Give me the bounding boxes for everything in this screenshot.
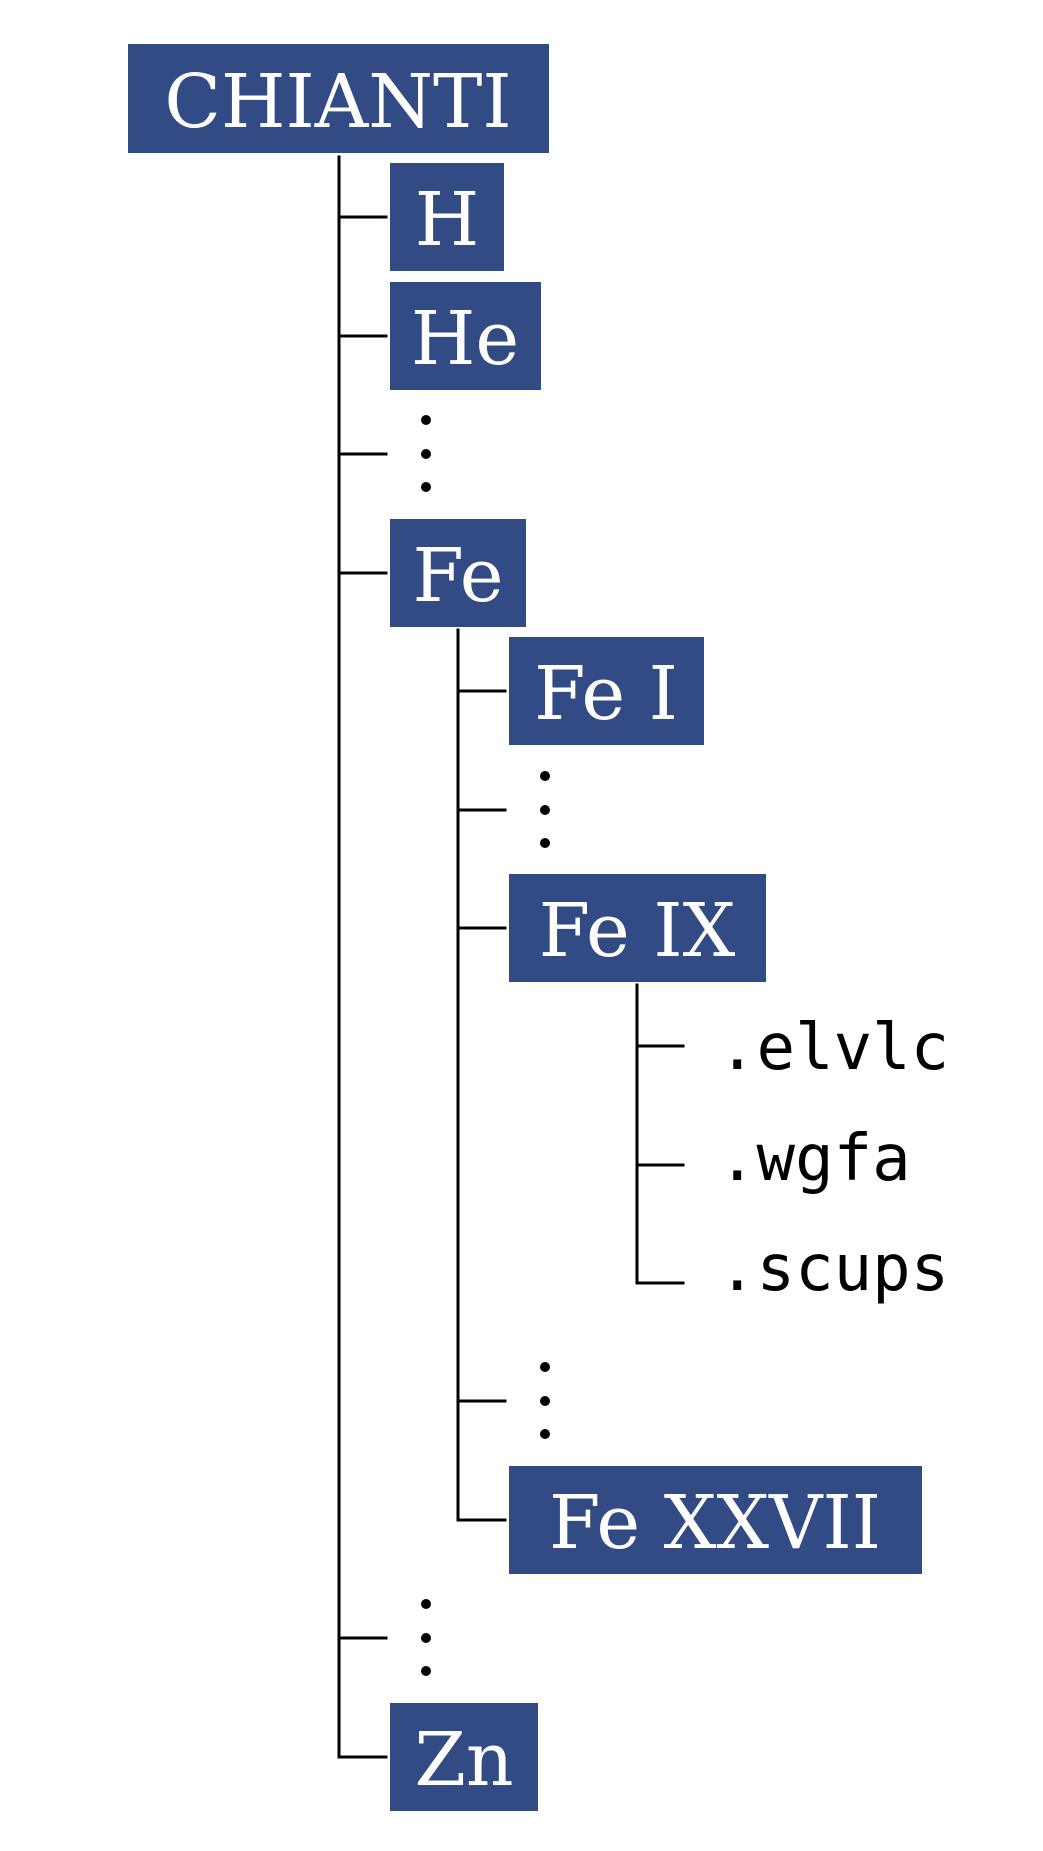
ellipsis-elements-1 (421, 415, 431, 492)
ellipsis-dot (540, 1429, 550, 1439)
ellipsis-fe-ions-1 (540, 771, 550, 848)
node-zn-label: Zn (414, 1717, 513, 1803)
file-elvlc-label: .elvlc (718, 1011, 949, 1085)
node-fe-xxvii: Fe XXVII (509, 1466, 922, 1574)
node-chianti-box (128, 44, 549, 153)
node-he-label: He (411, 296, 519, 382)
ellipsis-dot (421, 1666, 431, 1676)
ellipsis-dot (421, 449, 431, 459)
node-fe-i-label: Fe I (534, 651, 678, 737)
node-fe: Fe (390, 519, 526, 627)
ellipsis-dot (540, 805, 550, 815)
node-chianti-label: CHIANTI (164, 59, 511, 145)
connector-lines (337, 155, 685, 1759)
node-h: H (390, 163, 504, 271)
node-fe-ix-box (509, 874, 766, 982)
ellipsis-dot (421, 1599, 431, 1609)
ellipsis-dot (540, 838, 550, 848)
node-fe-ix: Fe IX (509, 874, 766, 982)
node-fe-box (390, 519, 526, 627)
node-h-label: H (415, 177, 480, 263)
ellipsis-dot (540, 1396, 550, 1406)
node-fe-label: Fe (412, 533, 503, 619)
ellipsis-dot (421, 482, 431, 492)
ellipsis-dot (540, 1362, 550, 1372)
ellipsis-elements-2 (421, 1599, 431, 1676)
node-chianti: CHIANTI (128, 44, 549, 153)
ellipsis-dot (421, 415, 431, 425)
node-zn-box (390, 1703, 538, 1811)
node-fe-xxvii-label: Fe XXVII (549, 1480, 881, 1566)
node-fe-i: Fe I (509, 637, 704, 745)
ellipsis-dot (421, 1633, 431, 1643)
node-he-box (390, 282, 541, 390)
node-he: He (390, 282, 541, 390)
file-scups-label: .scups (718, 1232, 949, 1306)
node-fe-xxvii-box (509, 1466, 922, 1574)
node-fe-ix-label: Fe IX (539, 888, 736, 974)
node-h-box (390, 163, 504, 271)
file-wgfa-label: .wgfa (718, 1122, 911, 1196)
node-zn: Zn (390, 1703, 538, 1811)
node-fe-i-box (509, 637, 704, 745)
ellipsis-fe-ions-2 (540, 1362, 550, 1439)
ellipsis-dot (540, 771, 550, 781)
